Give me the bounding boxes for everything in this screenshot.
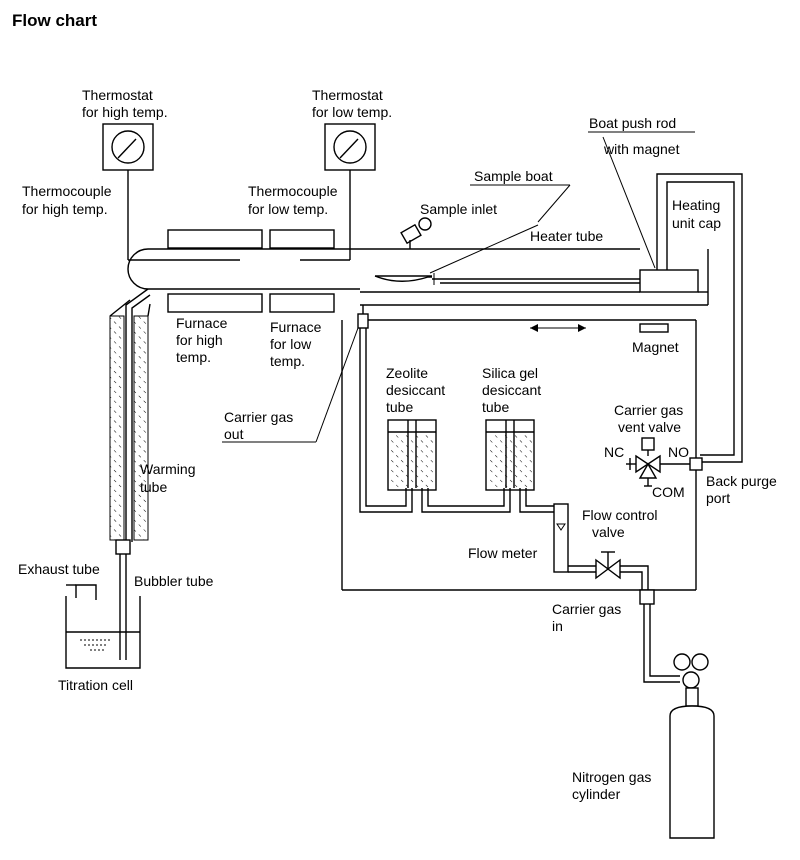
magnet-label: Magnet xyxy=(632,339,679,355)
furnace-high-label: Furnace for high temp. xyxy=(176,315,231,365)
furnace-low-bottom xyxy=(269,293,335,313)
page-title: Flow chart xyxy=(12,11,97,30)
flow-control-valve xyxy=(595,551,621,580)
carrier-gas-in-label: Carrier gas in xyxy=(552,601,625,634)
flow-control-line xyxy=(568,565,649,590)
warming-tube-label: Warming tube xyxy=(140,461,199,495)
desiccant-piping xyxy=(359,328,554,513)
carrier-gas-vent-valve-label: Carrier gas vent valve xyxy=(614,402,687,435)
boat-push-rod-label: Boat push rod with magnet xyxy=(589,115,680,157)
sample-inlet xyxy=(400,217,432,249)
heater-tube xyxy=(127,248,640,293)
flow-meter-label: Flow meter xyxy=(468,545,538,561)
bubbler-tube-label: Bubbler tube xyxy=(134,573,214,589)
sample-inlet-label: Sample inlet xyxy=(420,201,497,217)
sample-boat-pointer xyxy=(537,184,571,223)
nitrogen-gas-cylinder-label: Nitrogen gas cylinder xyxy=(572,769,655,802)
back-purge-port-label: Back purge port xyxy=(706,473,781,506)
furnace-high-top xyxy=(167,229,263,249)
carrier-gas-out-connector xyxy=(357,313,369,329)
nc-label: NC xyxy=(604,444,624,460)
com-label: COM xyxy=(652,484,685,500)
furnace-high-bottom xyxy=(167,293,263,313)
back-purge-line xyxy=(656,173,743,463)
heating-unit-cap-label: Heating unit cap xyxy=(672,197,724,231)
sample-boat-leader xyxy=(429,224,539,274)
carrier-gas-vent-valve xyxy=(626,437,690,487)
exhaust-tube-label: Exhaust tube xyxy=(18,561,100,577)
flow-control-valve-label: Flow control valve xyxy=(582,507,661,540)
thermocouple-low-label: Thermocouple for low temp. xyxy=(248,183,341,217)
boat-push-rod-magnet xyxy=(639,269,699,293)
flow-meter xyxy=(553,503,569,573)
sample-boat xyxy=(374,273,640,285)
exhaust-tube xyxy=(66,584,97,600)
magnet xyxy=(639,323,669,333)
titration-cell-label: Titration cell xyxy=(58,677,133,693)
thermostat-low-label: Thermostat for low temp. xyxy=(312,87,392,120)
warming-tube-joint xyxy=(115,539,131,555)
cylinder-supply-line xyxy=(643,604,680,683)
no-label: NO xyxy=(668,444,689,460)
heating-unit-cap xyxy=(360,249,709,306)
zeolite-desiccant-tube xyxy=(387,419,437,491)
heater-tube-label: Heater tube xyxy=(530,228,603,244)
carrier-gas-out-label: Carrier gas out xyxy=(224,409,297,442)
nitrogen-gas-cylinder xyxy=(669,653,715,839)
magnet-travel-arrow xyxy=(530,324,586,332)
titration-cell xyxy=(65,596,141,669)
thermostat-high-label: Thermostat for high temp. xyxy=(82,87,168,120)
boat-push-rod-leader xyxy=(602,136,656,269)
thermocouple-high-label: Thermocouple for high temp. xyxy=(22,183,115,217)
carrier-gas-in-connector xyxy=(639,589,655,605)
bubbler-tube xyxy=(119,554,127,660)
silica-gel-desiccant-tube xyxy=(485,419,535,491)
carrier-gas-out-leader xyxy=(315,327,359,443)
thermostat-high-gauge xyxy=(102,123,154,171)
sample-boat-label: Sample boat xyxy=(474,168,553,184)
furnace-low-top xyxy=(269,229,335,249)
furnace-low-label: Furnace for low temp. xyxy=(270,319,325,369)
back-purge-port xyxy=(689,457,703,471)
thermostat-low-gauge xyxy=(324,123,376,171)
zeolite-label: Zeolite desiccant tube xyxy=(386,365,449,415)
silica-gel-label: Silica gel desiccant tube xyxy=(482,365,545,415)
warming-tube xyxy=(109,288,151,542)
